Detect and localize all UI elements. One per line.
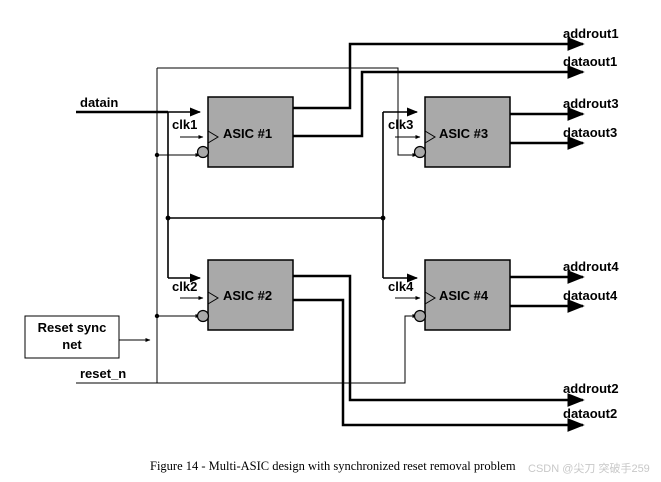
clk4-label: clk4 — [388, 279, 414, 294]
figure-caption: Figure 14 - Multi-ASIC design with synch… — [150, 459, 516, 473]
asic-2-label: ASIC #2 — [223, 288, 272, 303]
watermark-text: CSDN @尖刀 突破手259 — [528, 461, 650, 475]
dataout2-label: dataout2 — [563, 406, 617, 421]
addrout4-label: addrout4 — [563, 259, 619, 274]
reset-sync-line1: Reset sync — [38, 320, 107, 335]
clock-wiring — [165, 107, 421, 300]
asic-3: ASIC #3 clk3 — [388, 96, 511, 168]
dataout1-label: dataout1 — [563, 54, 617, 69]
reset-sync-line2: net — [62, 337, 82, 352]
dataout4-label: dataout4 — [563, 288, 618, 303]
signal-labels: datain reset_n addrout1 dataout1 addrout… — [80, 26, 619, 421]
reset-sync-net-box: Reset sync net — [24, 315, 120, 359]
datain-label: datain — [80, 95, 118, 110]
clk1-label: clk1 — [172, 117, 197, 132]
dataout3-label: dataout3 — [563, 125, 617, 140]
clk3-label: clk3 — [388, 117, 413, 132]
asic-1: ASIC #1 clk1 — [172, 96, 294, 168]
asic-4-label: ASIC #4 — [439, 288, 489, 303]
output-wiring — [293, 37, 585, 432]
asic-3-label: ASIC #3 — [439, 126, 488, 141]
reset-n-label: reset_n — [80, 366, 126, 381]
asic-4: ASIC #4 clk4 — [388, 259, 511, 331]
asic-1-label: ASIC #1 — [223, 126, 272, 141]
addrout2-label: addrout2 — [563, 381, 619, 396]
asic-2: ASIC #2 clk2 — [172, 259, 294, 331]
addrout3-label: addrout3 — [563, 96, 619, 111]
clk2-label: clk2 — [172, 279, 197, 294]
reset-wiring — [76, 67, 418, 384]
addrout1-label: addrout1 — [563, 26, 619, 41]
